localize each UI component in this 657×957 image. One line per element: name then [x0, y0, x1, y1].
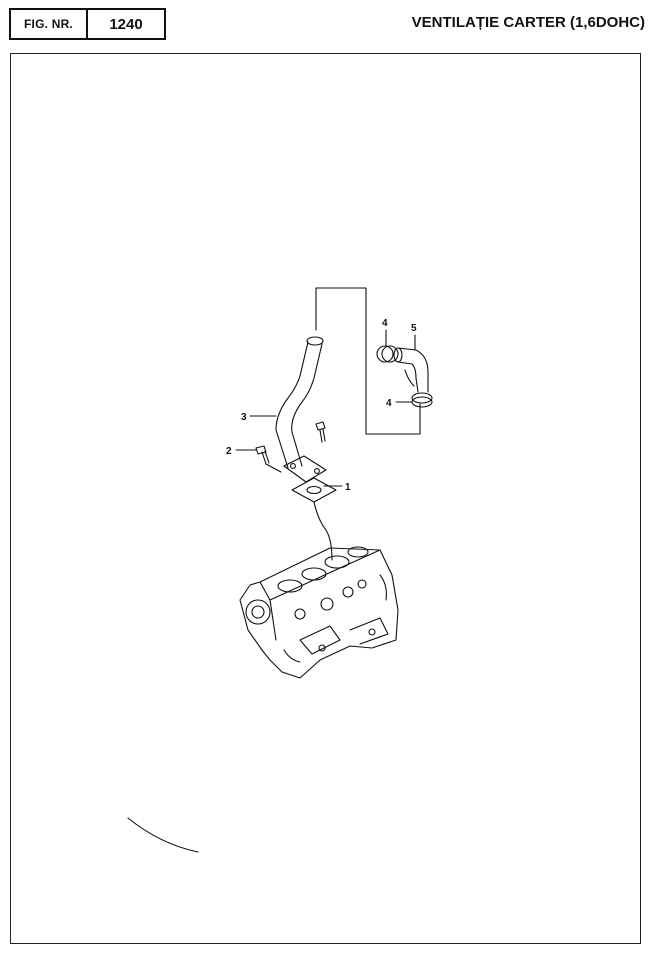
callout-1: 1 — [345, 482, 351, 493]
callout-leaders — [235, 329, 416, 487]
drawing-frame — [10, 53, 641, 944]
bolt-left — [255, 445, 282, 473]
figure-number: 1240 — [109, 15, 143, 33]
gasket — [291, 477, 337, 503]
breather-pipe — [275, 336, 327, 483]
connection-bracket — [315, 287, 421, 435]
hose-clamp-upper — [376, 345, 399, 363]
rubber-hose-elbow — [393, 347, 429, 393]
callout-5: 5 — [411, 323, 417, 334]
gasket-leader-line — [313, 501, 333, 561]
callout-4-lower: 4 — [386, 398, 392, 409]
callout-4-upper: 4 — [382, 318, 388, 329]
engine-block — [239, 546, 399, 679]
page-title: VENTILAȚIE CARTER (1,6DOHC) — [411, 14, 645, 31]
callout-3: 3 — [241, 412, 247, 423]
callout-2: 2 — [226, 446, 232, 457]
hose-clamp-lower — [411, 392, 433, 408]
figure-label: FIG. NR. — [11, 10, 88, 38]
figure-number-box: FIG. NR. 1240 — [9, 8, 166, 40]
bolt-right — [315, 421, 326, 443]
scan-artifact-line — [127, 817, 199, 853]
